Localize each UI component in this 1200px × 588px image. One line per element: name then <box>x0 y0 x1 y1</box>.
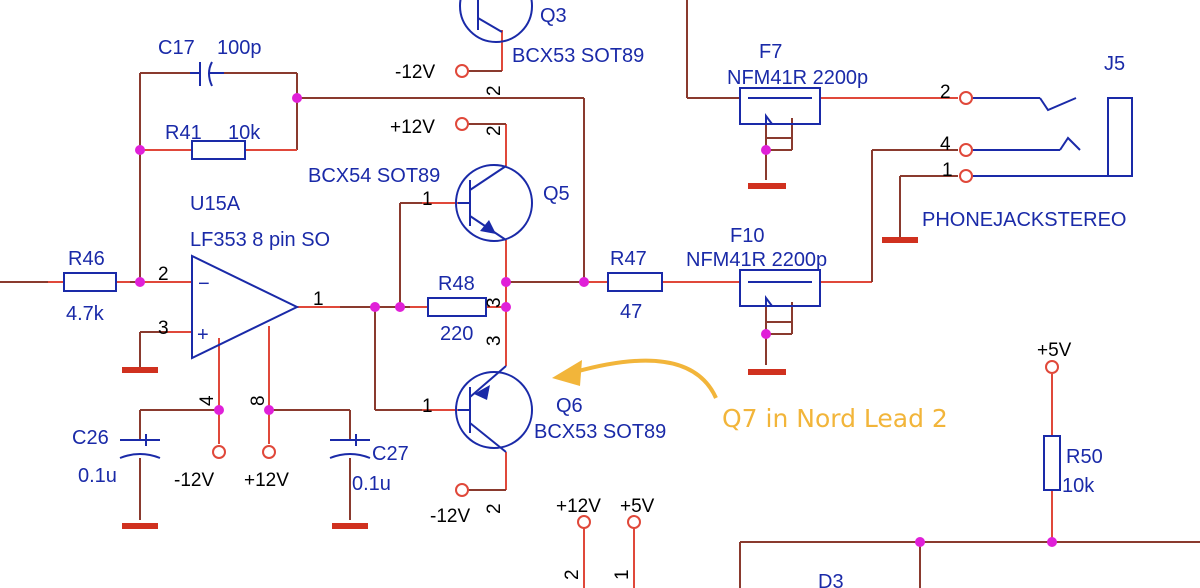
junction-dots <box>135 93 1057 547</box>
r48-value: 220 <box>440 323 473 345</box>
transistor-q3 <box>459 0 533 43</box>
q3-vneg-label: -12V <box>395 62 435 83</box>
jack-j5-body <box>1107 97 1133 177</box>
c17-ref: C17 <box>158 37 195 59</box>
opamp-minus-sign: − <box>198 273 210 295</box>
f7-value: NFM41R 2200p <box>727 67 868 89</box>
pin-u-noninv: 3 <box>158 318 169 339</box>
r46-ref: R46 <box>68 248 105 270</box>
pin-bottom-2: 2 <box>562 569 583 580</box>
r50-value: 10k <box>1062 475 1095 497</box>
opamp-u15a <box>191 254 300 360</box>
capacitor-c26 <box>119 434 161 459</box>
pin-u-inv: 2 <box>158 264 169 285</box>
j5-value: PHONEJACKSTEREO <box>922 209 1126 231</box>
capacitor-c17 <box>190 61 224 87</box>
r50-5v-label: +5V <box>1037 340 1072 361</box>
pin-q6-b: 1 <box>422 396 433 417</box>
ground-symbols <box>122 183 918 529</box>
annotation-text: Q7 in Nord Lead 2 <box>722 404 948 433</box>
c26-ref: C26 <box>72 427 109 449</box>
opamp-plus-sign: + <box>197 324 209 346</box>
d3-ref: D3 <box>818 571 844 588</box>
r41-value: 10k <box>228 122 261 144</box>
pin-q5-b: 1 <box>422 189 433 210</box>
transistor-q6 <box>455 365 533 453</box>
q5-value: BCX54 SOT89 <box>308 165 440 187</box>
q5-vpos-label: +12V <box>390 117 435 138</box>
q6-value: BCX53 SOT89 <box>534 421 666 443</box>
resistor-r48 <box>427 297 487 317</box>
q3-ref: Q3 <box>540 5 567 27</box>
c27-value: 0.1u <box>352 473 391 495</box>
q5-ref: Q5 <box>543 183 570 205</box>
pin-q6-e: 3 <box>484 335 505 346</box>
annotation-arrow <box>552 358 718 399</box>
pin-u-v4: 4 <box>197 395 218 406</box>
f10-value: NFM41R 2200p <box>686 249 827 271</box>
r47-ref: R47 <box>610 248 647 270</box>
filter-f7 <box>739 87 821 125</box>
u15a-ref: U15A <box>190 193 241 215</box>
j5-ref: J5 <box>1104 53 1125 75</box>
q3-value: BCX53 SOT89 <box>512 45 644 67</box>
power-ports <box>212 64 1059 529</box>
q6-ref: Q6 <box>556 395 583 417</box>
u-vneg-label: -12V <box>174 470 214 491</box>
resistor-r50 <box>1043 435 1061 491</box>
pin-bottom-1: 1 <box>612 569 633 580</box>
pin-j5-2: 2 <box>940 82 951 103</box>
c27-ref: C27 <box>372 443 409 465</box>
u15a-value: LF353 8 pin SO <box>190 229 330 251</box>
r47-value: 47 <box>620 301 642 323</box>
r50-ref: R50 <box>1066 446 1103 468</box>
bottom-vpos-label: +12V <box>556 496 601 517</box>
pin-u-out: 1 <box>313 289 324 310</box>
pin-u-v8: 8 <box>248 395 269 406</box>
pin-q3-c: 2 <box>484 85 505 96</box>
transistor-q5 <box>455 164 533 242</box>
r41-ref: R41 <box>165 122 202 144</box>
pin-q6-c: 2 <box>484 503 505 514</box>
pin-j5-4: 4 <box>940 134 951 155</box>
pin-q5-c: 2 <box>484 125 505 136</box>
r48-ref: R48 <box>438 273 475 295</box>
c26-value: 0.1u <box>78 465 117 487</box>
q6-vneg-label: -12V <box>430 506 470 527</box>
resistor-r46 <box>63 272 117 292</box>
r46-value: 4.7k <box>66 303 105 325</box>
f10-ref: F10 <box>730 225 764 247</box>
bottom-5v-label: +5V <box>620 496 655 517</box>
capacitor-c27 <box>329 434 371 459</box>
u-vpos-label: +12V <box>244 470 289 491</box>
f7-ref: F7 <box>759 41 782 63</box>
pin-j5-1: 1 <box>942 160 953 181</box>
pin-q5-e: 3 <box>484 297 505 308</box>
resistor-r47 <box>607 272 663 292</box>
resistor-r41 <box>191 140 246 160</box>
filter-f10 <box>739 269 821 307</box>
c17-value: 100p <box>217 37 262 59</box>
